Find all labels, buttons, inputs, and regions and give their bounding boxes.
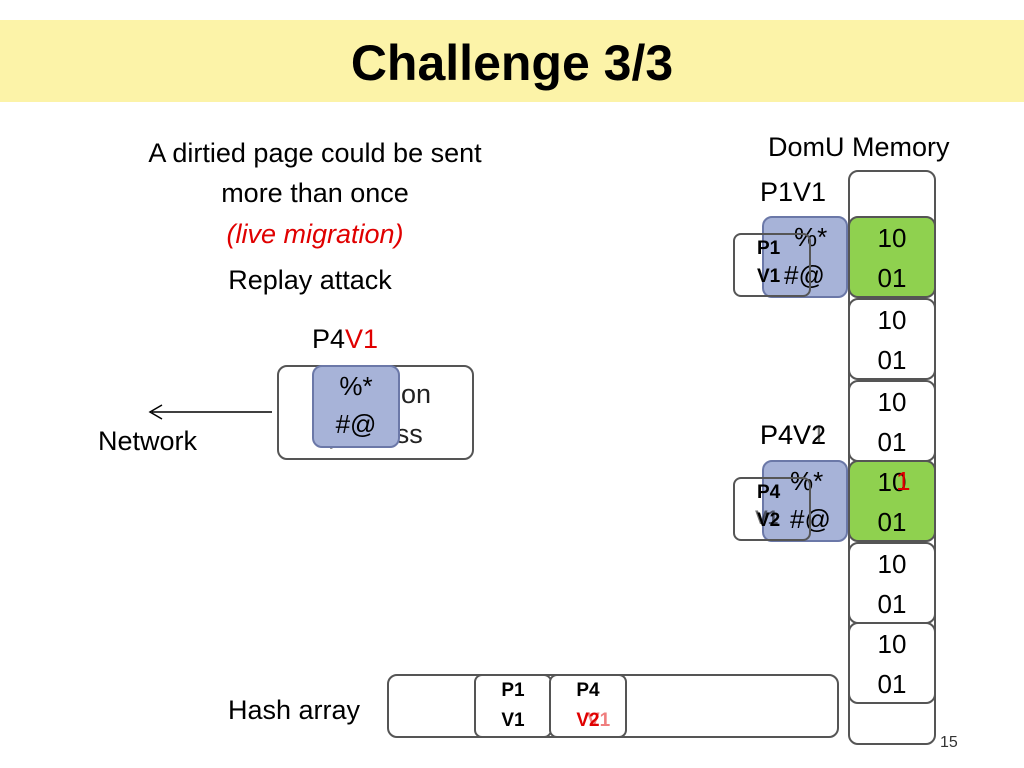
memory-p4-label: P4V2	[760, 420, 827, 450]
memory-cell-4-overlay-digit: 1	[896, 466, 911, 496]
encrypted-page-blob: %* #@	[312, 365, 400, 448]
memory-title: DomU Memory	[768, 132, 950, 162]
memory-cell-2-line1: 10	[877, 305, 907, 335]
replay-attack-label: Replay attack	[228, 265, 392, 295]
p1-tag-line2: V1	[757, 266, 781, 287]
memory-cell-6-line1: 10	[877, 629, 907, 659]
p4-version-tag: P4 V2	[733, 477, 811, 541]
p4-tag-line1: P4	[757, 482, 781, 503]
description-line-3: (live migration)	[226, 219, 404, 249]
hash-entry-p4-line2-overlap: V1	[587, 710, 611, 731]
p1-blob-line2: #@	[784, 260, 825, 290]
memory-cell-4: 10 01	[848, 460, 936, 542]
hash-entry-p1-line2: V1	[501, 710, 525, 731]
hash-entry-p4: P4 V2 V1	[549, 674, 627, 738]
p1-version-tag: P1 V1	[733, 233, 811, 297]
memory-cell-1-line1: 10	[877, 223, 907, 253]
hash-entry-p4-line1: P4	[576, 680, 600, 701]
page-number: 15	[940, 734, 958, 751]
p4-tag-line2-overlap: V1	[755, 508, 779, 529]
memory-cell-3-line2: 01	[877, 427, 907, 457]
memory-cell-5: 10 01	[848, 542, 936, 624]
blob-line-2: #@	[335, 409, 377, 439]
memory-cell-1-line2: 01	[877, 263, 907, 293]
memory-cell-6-line2: 01	[877, 669, 907, 699]
migration-page-label: P4V1	[312, 324, 379, 354]
title-bar	[0, 20, 1024, 102]
memory-cell-4-line1: 10	[877, 467, 907, 497]
memory-cell-2-line2: 01	[877, 345, 907, 375]
slide-title: Challenge 3/3	[350, 35, 674, 91]
memory-cell-1: 10 01	[848, 216, 936, 298]
memory-cell-5-line1: 10	[877, 549, 907, 579]
description-line-2: more than once	[221, 178, 409, 208]
memory-cell-6: 10 01	[848, 622, 936, 704]
memory-p4-label-overlap: P4V1	[760, 420, 827, 450]
memory-cell-2: 10 01	[848, 298, 936, 380]
hash-entry-p1: P1 V1	[474, 674, 552, 738]
blob-line-1: %*	[339, 371, 373, 401]
memory-cell-4-line2: 01	[877, 507, 907, 537]
description-line-1: A dirtied page could be sent	[148, 138, 482, 168]
p1-encrypted-blob: %* #@	[762, 216, 848, 298]
network-label: Network	[98, 426, 198, 456]
memory-cell-3-line1: 10	[877, 387, 907, 417]
hash-entry-p1-line1: P1	[501, 680, 525, 701]
hash-array-label: Hash array	[228, 695, 361, 725]
p4-tag-line2: V2	[757, 510, 781, 531]
memory-p1-label: P1V1	[760, 177, 827, 207]
network-arrow-icon	[148, 404, 272, 420]
memory-cell-3: 10 01	[848, 380, 936, 462]
p1-tag-line1: P1	[757, 238, 781, 259]
memory-cell-5-line2: 01	[877, 589, 907, 619]
hash-entry-p4-line2: V2 V1	[551, 706, 625, 736]
